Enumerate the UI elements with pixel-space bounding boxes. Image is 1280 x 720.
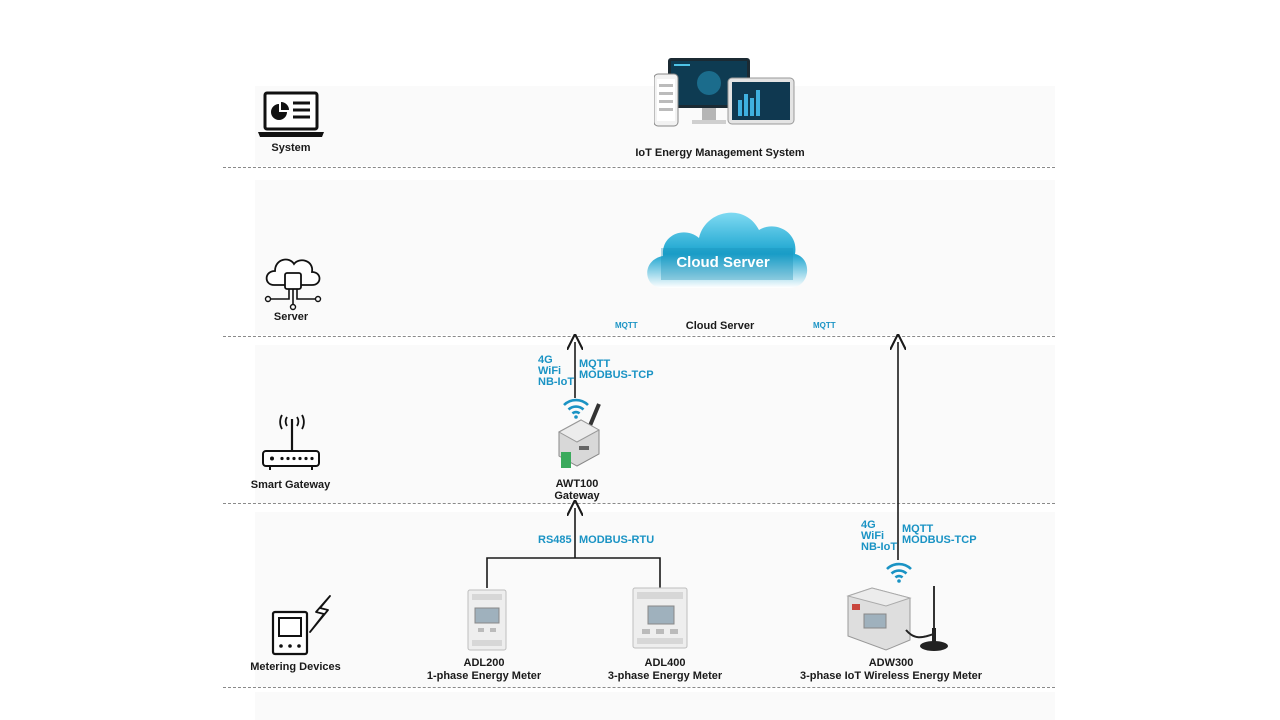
divider-system — [223, 167, 1055, 168]
gateway-protocol-modbus-tcp: MODBUS-TCP — [579, 369, 654, 381]
wireless-protocol-mqtt: MQTT — [902, 523, 934, 535]
gateway-wifi-icon — [563, 398, 589, 419]
adl400-meter-image — [632, 587, 688, 649]
devices-dashboard-image — [654, 58, 795, 127]
awt100-type: Gateway — [554, 490, 600, 502]
gateway-protocols: MQTT MODBUS-TCP — [579, 359, 654, 381]
server-band — [255, 180, 1055, 335]
wireless-protocol-modbus-tcp: MODBUS-TCP — [902, 534, 977, 546]
meter-lightning-icon — [271, 595, 331, 656]
adl400-desc: 3-phase Energy Meter — [607, 670, 723, 682]
gateway-network-4g: 4G — [538, 354, 553, 366]
adw300-meter-image — [846, 586, 948, 651]
gateway-protocol-mqtt: MQTT — [579, 358, 611, 370]
wireless-network-wifi: WiFi — [861, 530, 885, 542]
layer-label-gateway: Smart Gateway — [250, 479, 331, 491]
layer-label-metering: Metering Devices — [250, 661, 341, 673]
wireless-meter-protocols: MQTT MODBUS-TCP — [902, 524, 977, 546]
rs485-bus-line — [486, 557, 661, 588]
cloud-server-caption: Cloud Server — [685, 320, 755, 332]
adw300-name: ADW300 — [868, 657, 914, 669]
mqtt-label-left: MQTT — [615, 321, 638, 330]
cloud-server-label: Cloud Server — [676, 254, 770, 271]
laptop-chart-icon — [258, 91, 324, 137]
awt100-name: AWT100 — [555, 478, 599, 490]
cloud-network-icon — [264, 258, 322, 311]
awt100-gateway-device-image — [557, 403, 601, 468]
bottom-band — [255, 692, 1055, 720]
gateway-network-wifi: WiFi — [538, 365, 562, 377]
bus-interface: RS485 — [538, 534, 572, 546]
system-title: IoT Energy Management System — [635, 147, 805, 159]
layer-label-server: Server — [273, 311, 309, 323]
gateway-band — [255, 345, 1055, 503]
gateway-network-nbiot: NB-IoT — [538, 376, 575, 388]
divider-metering — [223, 687, 1055, 688]
divider-gateway — [223, 503, 1055, 504]
adl200-meter-image — [467, 589, 507, 651]
adl400-name: ADL400 — [644, 657, 686, 669]
adw300-desc: 3-phase IoT Wireless Energy Meter — [799, 670, 983, 682]
adl200-desc: 1-phase Energy Meter — [426, 670, 542, 682]
divider-server — [223, 336, 1055, 337]
wireless-network-nbiot: NB-IoT — [861, 541, 898, 553]
gateway-networks: 4G WiFi NB-IoT — [538, 355, 574, 388]
adl200-name: ADL200 — [463, 657, 505, 669]
router-icon — [262, 414, 320, 470]
bus-protocol: MODBUS-RTU — [579, 534, 655, 546]
cloud-server-icon — [647, 212, 808, 288]
layer-label-system: System — [271, 142, 311, 154]
wireless-meter-networks: 4G WiFi NB-IoT — [861, 520, 897, 553]
mqtt-label-right: MQTT — [813, 321, 836, 330]
wireless-meter-wifi-icon — [886, 562, 912, 583]
wireless-network-4g: 4G — [861, 519, 876, 531]
